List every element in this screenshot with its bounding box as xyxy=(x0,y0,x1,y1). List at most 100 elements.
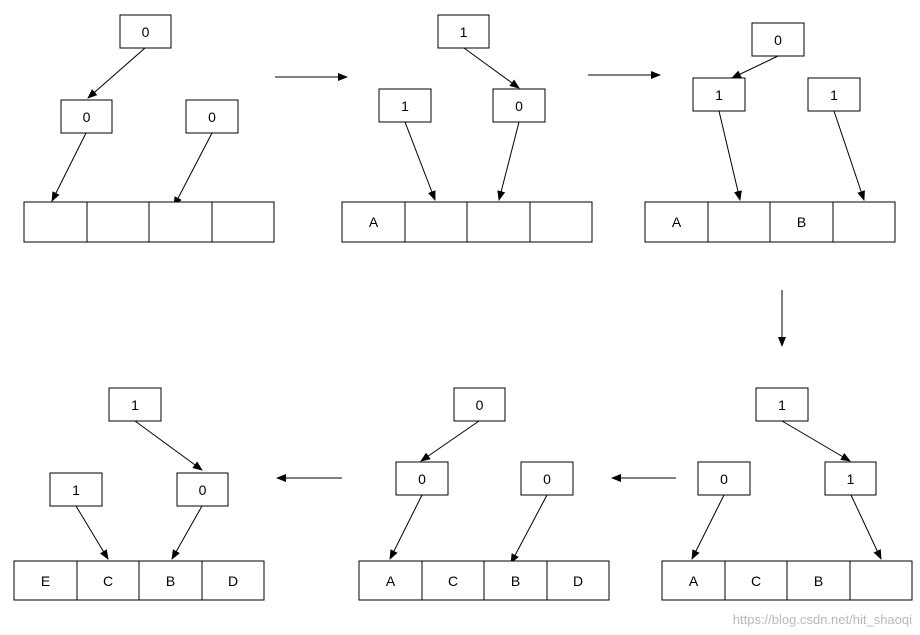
panel-2-cell-3 xyxy=(466,201,531,243)
panel-6-cell-4: D xyxy=(201,560,265,601)
panel-1-left-node: 0 xyxy=(60,99,113,134)
panel-6-cell-1-value: E xyxy=(41,573,50,589)
panel-6-root-arrow xyxy=(134,420,203,471)
panel-4-right-node: 1 xyxy=(824,461,877,496)
panel-3-left-node: 1 xyxy=(692,77,746,112)
panel-2-root-node: 1 xyxy=(437,14,490,49)
panel-1-root-arrow xyxy=(87,47,146,99)
panel-3-cell-3-value: B xyxy=(797,214,806,230)
panel-2-left-arrow xyxy=(404,121,436,201)
panel-2-cell-1: A xyxy=(341,201,406,243)
panel-4-cell-3: B xyxy=(786,560,851,601)
panel-6-cell-3: B xyxy=(138,560,203,601)
panel-5-cell-3: B xyxy=(483,560,548,601)
panel-2: 1 1 0 A xyxy=(341,14,593,243)
panel-4-cell-1: A xyxy=(661,560,726,601)
panel-6-cell-3-value: B xyxy=(166,573,175,589)
panel-6-cell-2: C xyxy=(76,560,140,601)
panel-4-root-bit: 1 xyxy=(778,397,786,413)
panel-5-root-node: 0 xyxy=(453,387,506,422)
panel-5-root-arrow xyxy=(420,420,480,462)
panel-5-right-node: 0 xyxy=(520,461,574,496)
panel-6-cell-1: E xyxy=(13,560,78,601)
panel-3-cell-3: B xyxy=(769,201,834,243)
panel-6-cell-2-value: C xyxy=(103,573,113,589)
panel-5-cell-2: C xyxy=(421,560,485,601)
panel-6-cell-4-value: D xyxy=(228,573,238,589)
panel-1-left-arrow xyxy=(51,132,87,202)
panel-5-cell-2-value: C xyxy=(448,573,458,589)
panel-5-left-arrow xyxy=(389,494,423,560)
panel-5-right-arrow xyxy=(510,494,548,564)
panel-4-right-arrow xyxy=(850,494,882,560)
panel-3: 0 1 1 A B xyxy=(644,22,896,243)
panel-5-right-bit: 0 xyxy=(543,471,551,487)
panel-1-root-bit: 0 xyxy=(142,24,150,40)
watermark-text: https://blog.csdn.net/hit_shaoqi xyxy=(733,612,912,627)
panel-6-left-node: 1 xyxy=(49,472,103,507)
panel-5-cell-4: D xyxy=(546,560,610,601)
panel-4-cell-2: C xyxy=(724,560,788,601)
panel-2-right-arrow xyxy=(497,121,520,201)
panel-6-left-bit: 1 xyxy=(72,482,80,498)
panel-1-right-node: 0 xyxy=(185,99,239,134)
panel-5-cell-3-value: B xyxy=(511,573,520,589)
panel-4-root-node: 1 xyxy=(755,387,809,422)
panel-2-cell-1-value: A xyxy=(369,214,379,230)
panel-6-root-node: 1 xyxy=(108,387,162,422)
panel-2-right-node: 0 xyxy=(492,88,546,123)
panel-3-left-bit: 1 xyxy=(715,87,723,103)
panel-3-right-node: 1 xyxy=(807,77,861,112)
panel-6: 1 1 0 E C B D xyxy=(13,387,265,601)
panel-5-cell-1: A xyxy=(358,560,423,601)
panel-1-left-bit: 0 xyxy=(83,109,91,125)
panel-2-right-bit: 0 xyxy=(515,98,523,114)
panel-4-left-bit: 0 xyxy=(720,471,728,487)
panel-4-root-arrow xyxy=(781,420,851,462)
panel-4-cell-2-value: C xyxy=(751,573,761,589)
panel-4-cell-3-value: B xyxy=(814,573,823,589)
panel-5-root-bit: 0 xyxy=(476,397,484,413)
panel-5-left-bit: 0 xyxy=(418,471,426,487)
panel-6-left-arrow xyxy=(75,505,109,560)
panel-1: 0 0 0 xyxy=(23,14,275,243)
panel-2-left-node: 1 xyxy=(378,88,432,123)
panel-2-cell-4 xyxy=(529,201,593,243)
panel-4-cell-4 xyxy=(849,560,913,601)
panel-1-right-arrow xyxy=(173,132,213,207)
panel-3-cell-4 xyxy=(832,201,896,243)
panel-6-right-node: 0 xyxy=(176,472,229,507)
panel-1-cell-2 xyxy=(86,201,150,243)
panel-1-right-bit: 0 xyxy=(208,109,216,125)
panel-3-cell-2 xyxy=(707,201,771,243)
panel-3-root-arrow xyxy=(731,55,779,79)
panel-6-right-arrow xyxy=(171,505,203,560)
panel-5-cell-4-value: D xyxy=(573,573,583,589)
panel-3-root-bit: 0 xyxy=(774,32,782,48)
panel-2-cell-2 xyxy=(404,201,468,243)
panel-4-left-node: 0 xyxy=(697,461,751,496)
panel-2-left-bit: 1 xyxy=(401,98,409,114)
panel-4: 1 0 1 A C B xyxy=(661,387,913,601)
panel-1-cell-4 xyxy=(211,201,275,243)
panel-3-cell-1: A xyxy=(644,201,709,243)
panel-6-root-bit: 1 xyxy=(131,397,139,413)
panel-4-right-bit: 1 xyxy=(847,471,855,487)
panel-6-right-bit: 0 xyxy=(199,482,207,498)
panel-3-right-bit: 1 xyxy=(830,87,838,103)
panel-3-root-node: 0 xyxy=(751,22,805,57)
panel-3-right-arrow xyxy=(833,110,865,201)
panel-2-root-bit: 1 xyxy=(460,24,468,40)
panel-1-cell-3 xyxy=(148,201,213,243)
panel-4-left-arrow xyxy=(691,494,725,560)
panel-3-left-arrow xyxy=(718,110,742,201)
panel-2-root-arrow xyxy=(463,47,520,89)
panel-4-cell-1-value: A xyxy=(689,573,699,589)
panel-1-root-node: 0 xyxy=(119,14,172,49)
panel-5-left-node: 0 xyxy=(395,461,449,496)
panel-5: 0 0 0 A C B D xyxy=(358,387,610,601)
panel-5-cell-1-value: A xyxy=(386,573,396,589)
panel-1-cell-1 xyxy=(23,201,88,243)
